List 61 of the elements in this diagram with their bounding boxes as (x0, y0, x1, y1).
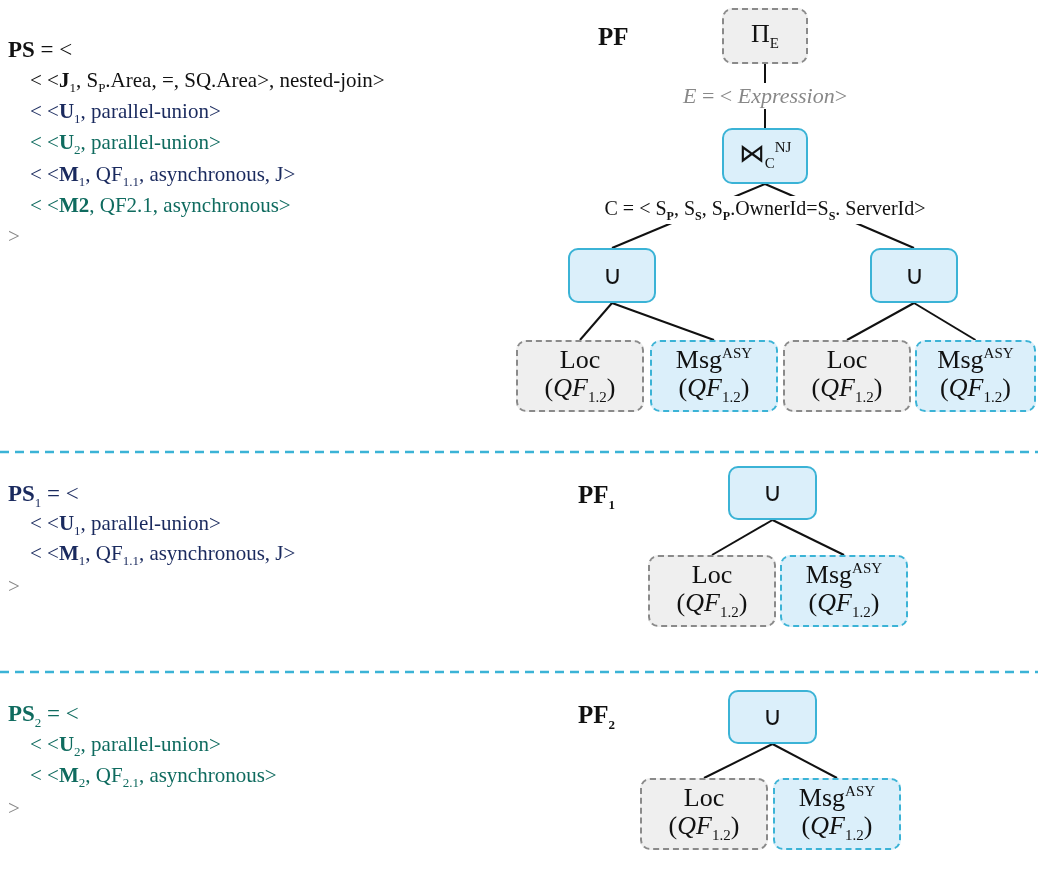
node-label: Loc (826, 346, 868, 374)
plan-line: < <U$_{2}$, parallel-union> (30, 132, 221, 157)
node-label: Msg$^{ASY}$ (798, 784, 876, 812)
dashed-box (640, 778, 768, 850)
node-label: ∪ (763, 479, 782, 507)
node-label: ∪ (602, 261, 622, 290)
connector-line (913, 302, 977, 341)
plan-line: < <J$_{1}$, S$_{P}$.Area, =, SQ.Area>, nested-join> (30, 70, 385, 95)
plan-heading: PS$_{2}$ = < (8, 702, 79, 729)
dashed-box (648, 555, 776, 627)
dashed-box (773, 778, 901, 850)
node-label: Msg$^{ASY}$ (937, 346, 1014, 374)
plan-line: < <U$_{1}$, parallel-union> (30, 513, 221, 538)
dashed-box (780, 555, 908, 627)
fragment-label: (QF$_{1.2}$) (940, 373, 1011, 406)
dashed-box (722, 8, 808, 64)
connector-line (846, 302, 915, 341)
panel-heading: PF (598, 24, 629, 49)
operator-box (728, 466, 817, 520)
plan-line: > (8, 226, 20, 247)
panel-heading: PF$_{1}$ (578, 482, 616, 511)
dashed-box (516, 340, 644, 412)
dashed-box (650, 340, 778, 412)
fragment-label: (QF$_{1.2}$) (811, 373, 883, 406)
connector-line (771, 743, 838, 779)
connector-line (611, 302, 715, 341)
dashed-box (783, 340, 911, 412)
operator-box (728, 690, 817, 744)
connector-line (711, 519, 774, 556)
connector-line (579, 302, 613, 341)
node-label: Msg$^{ASY}$ (805, 561, 883, 589)
plan-line: < <M$_{2}$, QF$_{2.1}$, asynchronous> (30, 765, 277, 790)
node-label: Loc (691, 561, 733, 589)
plan-heading: PS$_{1}$ = < (8, 482, 79, 509)
connector-line (771, 519, 845, 556)
fragment-label: (QF$_{1.2}$) (668, 811, 740, 844)
plan-line: < <M2, QF2.1, asynchronous> (30, 195, 291, 216)
plan-line: < <M$_{1}$, QF$_{1.1}$, asynchronous, J> (30, 543, 296, 568)
plan-heading: PS = < (8, 38, 73, 61)
plan-line: < <U$_{1}$, parallel-union> (30, 101, 221, 126)
panel-heading: PF$_{2}$ (578, 702, 616, 731)
node-label: ∪ (763, 703, 782, 731)
plan-line: < <M$_{1}$, QF$_{1.1}$, asynchronous, J> (30, 164, 296, 189)
dashed-box (915, 340, 1036, 412)
node-label: ∪ (904, 261, 924, 290)
node-label: Loc (683, 784, 725, 812)
fragment-label: (QF$_{1.2}$) (544, 373, 616, 406)
node-label: Π$_{E}$ (751, 20, 779, 52)
plan-line: < <U$_{2}$, parallel-union> (30, 734, 221, 759)
fragment-label: (QF$_{1.2}$) (678, 373, 750, 406)
operator-box (870, 248, 958, 303)
fragment-label: (QF$_{1.2}$) (676, 588, 748, 621)
fragment-label: (QF$_{1.2}$) (808, 588, 880, 621)
operator-box (722, 128, 808, 184)
operator-box (568, 248, 656, 303)
fragment-label: (QF$_{1.2}$) (801, 811, 873, 844)
plan-line: > (8, 798, 20, 819)
node-label: Msg$^{ASY}$ (675, 346, 753, 374)
node-label: Loc (559, 346, 601, 374)
connector-line (703, 743, 774, 779)
plan-line: > (8, 576, 20, 597)
